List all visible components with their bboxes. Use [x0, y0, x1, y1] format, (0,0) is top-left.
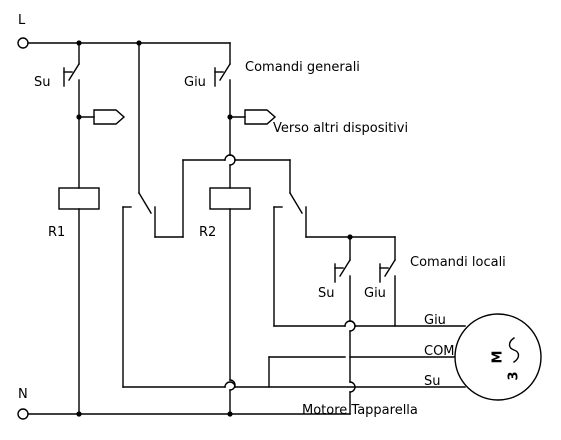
- motor-tilde-icon: [508, 337, 520, 363]
- local-commands-switches: [334, 234, 396, 415]
- relay-r1-coil: [58, 187, 100, 415]
- label-comandi-locali: Comandi locali: [410, 255, 506, 270]
- label-su-general: Su: [34, 75, 51, 90]
- giu-general-switch: [214, 42, 277, 189]
- motor-com-wire: [268, 356, 466, 388]
- label-motore-tapparella: Motore Tapparella: [302, 403, 418, 418]
- label-comandi-generali: Comandi generali: [245, 60, 360, 75]
- line-bus-l: [27, 40, 231, 46]
- label-verso-altri-dispositivi: Verso altri dispositivi: [273, 121, 408, 136]
- label-giu-local: Giu: [364, 286, 386, 301]
- label-motor-giu: Giu: [424, 313, 446, 328]
- motor-symbol: M 3: [454, 313, 542, 401]
- label-r1: R1: [48, 225, 65, 240]
- relay-r2-coil: [209, 187, 251, 415]
- relay-r2-contact: [273, 159, 466, 327]
- relay-r1-contact: [122, 42, 466, 388]
- motor-letter: M: [491, 351, 506, 364]
- label-r2: R2: [199, 225, 216, 240]
- su-general-switch: [63, 42, 126, 189]
- label-motor-su: Su: [424, 374, 441, 389]
- terminal-l: [17, 37, 29, 49]
- label-n: N: [18, 387, 28, 402]
- label-motor-com: COM: [424, 344, 455, 359]
- terminal-n: [17, 408, 29, 420]
- label-su-local: Su: [318, 286, 335, 301]
- motor-phase-number: 3: [507, 371, 522, 380]
- label-giu-general: Giu: [184, 75, 206, 90]
- label-l: L: [18, 13, 26, 28]
